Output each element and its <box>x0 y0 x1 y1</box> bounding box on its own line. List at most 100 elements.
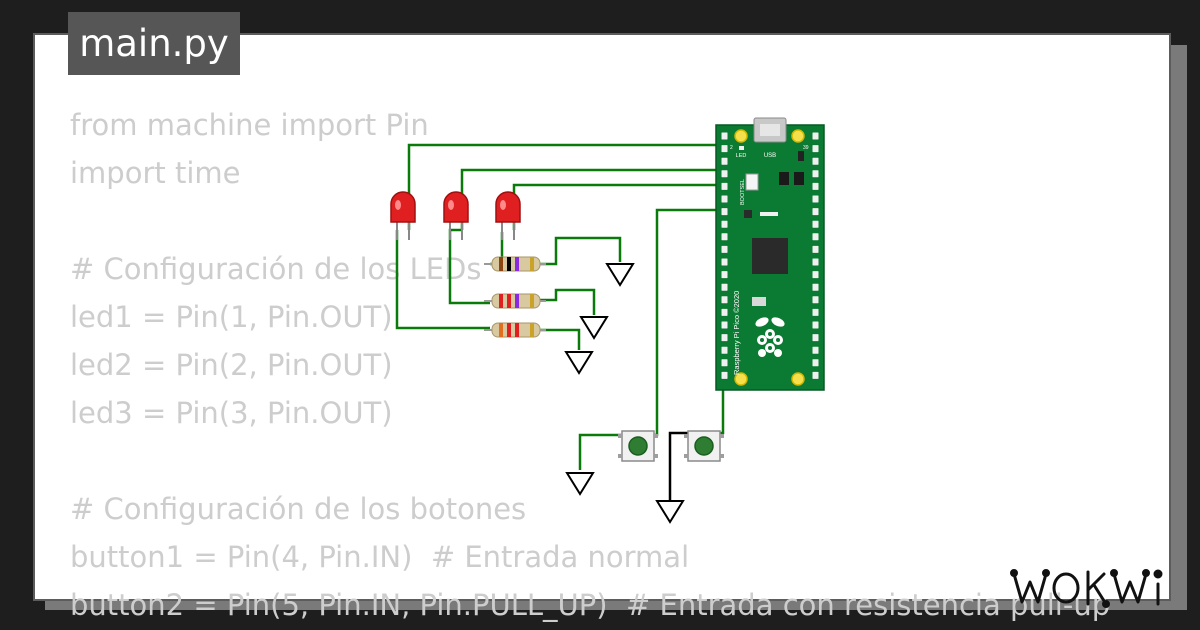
file-tab[interactable]: main.py <box>68 12 240 75</box>
wire-r3-gnd <box>540 328 581 350</box>
mount-hole <box>734 372 748 386</box>
bootsel-button[interactable] <box>745 173 759 191</box>
pin-label-right: 39 <box>803 145 809 151</box>
gpio-pin <box>720 144 729 154</box>
pushbutton-2[interactable] <box>684 430 724 462</box>
wire-r1-gnd <box>540 236 622 266</box>
code-line: import time <box>70 156 241 190</box>
gpio-pin <box>720 232 729 242</box>
smd-component <box>752 297 766 306</box>
red-led-1[interactable] <box>390 191 416 240</box>
gpio-pin <box>811 370 820 380</box>
wire-btn1-gnd <box>578 433 622 470</box>
ground-icon <box>655 500 685 524</box>
gpio-pin <box>811 320 820 330</box>
wire-led2-r2 <box>448 228 490 305</box>
wire-led3 <box>512 183 728 230</box>
smd-component <box>798 151 804 161</box>
usb-port-inner <box>760 124 780 136</box>
flash-chip-mark <box>760 212 778 216</box>
gpio-pin <box>720 257 729 267</box>
gpio-pin <box>811 232 820 242</box>
code-line: led3 = Pin(3, Pin.OUT) <box>70 396 393 430</box>
gpio-pin <box>720 307 729 317</box>
ground-icon <box>579 316 609 340</box>
code-line: button2 = Pin(5, Pin.IN, Pin.PULL_UP) # … <box>70 588 1111 622</box>
ground-icon <box>564 351 594 375</box>
gpio-pin <box>811 295 820 305</box>
mount-hole <box>791 129 805 143</box>
gpio-pin <box>720 169 729 179</box>
code-preview: from machine import Pin import time # Co… <box>70 101 1110 629</box>
bootsel-label: BOOTSEL <box>740 179 746 205</box>
gpio-pin <box>811 207 820 217</box>
usb-label: USB <box>764 153 776 159</box>
code-line: # Configuración de los botones <box>70 492 527 526</box>
gpio-pin <box>811 194 820 204</box>
regulator <box>794 172 804 185</box>
gpio-pin <box>720 156 729 166</box>
wire-r2-gnd <box>540 288 596 315</box>
smd-component <box>744 210 752 218</box>
gpio-pin <box>720 333 729 343</box>
wire-btn2-gnd <box>668 431 688 500</box>
code-line: led2 = Pin(2, Pin.OUT) <box>70 348 393 382</box>
gpio-pin <box>811 219 820 229</box>
resistor-2[interactable] <box>484 293 546 309</box>
gpio-pin <box>811 282 820 292</box>
gpio-pin <box>720 270 729 280</box>
gpio-pin <box>811 244 820 254</box>
mount-hole <box>791 372 805 386</box>
code-line: led1 = Pin(1, Pin.OUT) <box>70 300 393 334</box>
gpio-pin <box>811 358 820 368</box>
gpio-pin <box>720 345 729 355</box>
gpio-pin <box>811 270 820 280</box>
pin-headers-right <box>811 131 820 380</box>
mount-hole <box>734 129 748 143</box>
crystal <box>779 172 789 185</box>
gpio-pin <box>720 194 729 204</box>
code-line: # Configuración de los LEDs <box>70 252 482 286</box>
wires <box>395 143 730 470</box>
board-silkscreen: Raspberry Pi Pico ©2020 <box>732 291 741 375</box>
gpio-pin <box>720 207 729 217</box>
gpio-pin <box>720 358 729 368</box>
gpio-pin <box>811 144 820 154</box>
gpio-pin <box>720 131 729 141</box>
wokwi-logo <box>1010 569 1163 608</box>
gpio-pin <box>811 156 820 166</box>
gpio-pin <box>811 345 820 355</box>
ground-symbols <box>564 263 685 524</box>
resistor-3[interactable] <box>484 322 546 338</box>
onboard-led <box>739 146 744 150</box>
gpio-pin <box>720 181 729 191</box>
resistor-1[interactable] <box>484 256 546 272</box>
ground-icon <box>565 472 595 496</box>
gpio-pin <box>811 181 820 191</box>
gpio-pin <box>811 131 820 141</box>
gpio-pin <box>811 257 820 267</box>
gpio-pin <box>720 320 729 330</box>
gpio-pin <box>811 333 820 343</box>
code-line: from machine import Pin <box>70 108 429 142</box>
raspberry-pi-pico-board[interactable]: USB LED 2 39 BOOTSEL Raspberry Pi Pico ©… <box>715 117 825 391</box>
gpio-pin <box>720 295 729 305</box>
wire-led1-r3 <box>395 230 490 330</box>
code-line: button1 = Pin(4, Pin.IN) # Entrada norma… <box>70 540 690 574</box>
gpio-pin <box>720 219 729 229</box>
gpio-pin <box>720 370 729 380</box>
gpio-pin <box>720 244 729 254</box>
pushbutton-1[interactable] <box>618 430 658 462</box>
led-label: LED <box>736 153 747 159</box>
gpio-pin <box>720 282 729 292</box>
rp2040-chip <box>752 238 788 274</box>
ground-icon <box>605 263 635 287</box>
raspberry-logo-detail <box>760 332 780 350</box>
red-led-2[interactable] <box>443 191 469 240</box>
pin-headers-left <box>720 131 729 380</box>
pin-label-left: 2 <box>730 145 733 151</box>
gpio-pin <box>811 169 820 179</box>
red-led-3[interactable] <box>495 191 521 240</box>
gpio-pin <box>811 307 820 317</box>
